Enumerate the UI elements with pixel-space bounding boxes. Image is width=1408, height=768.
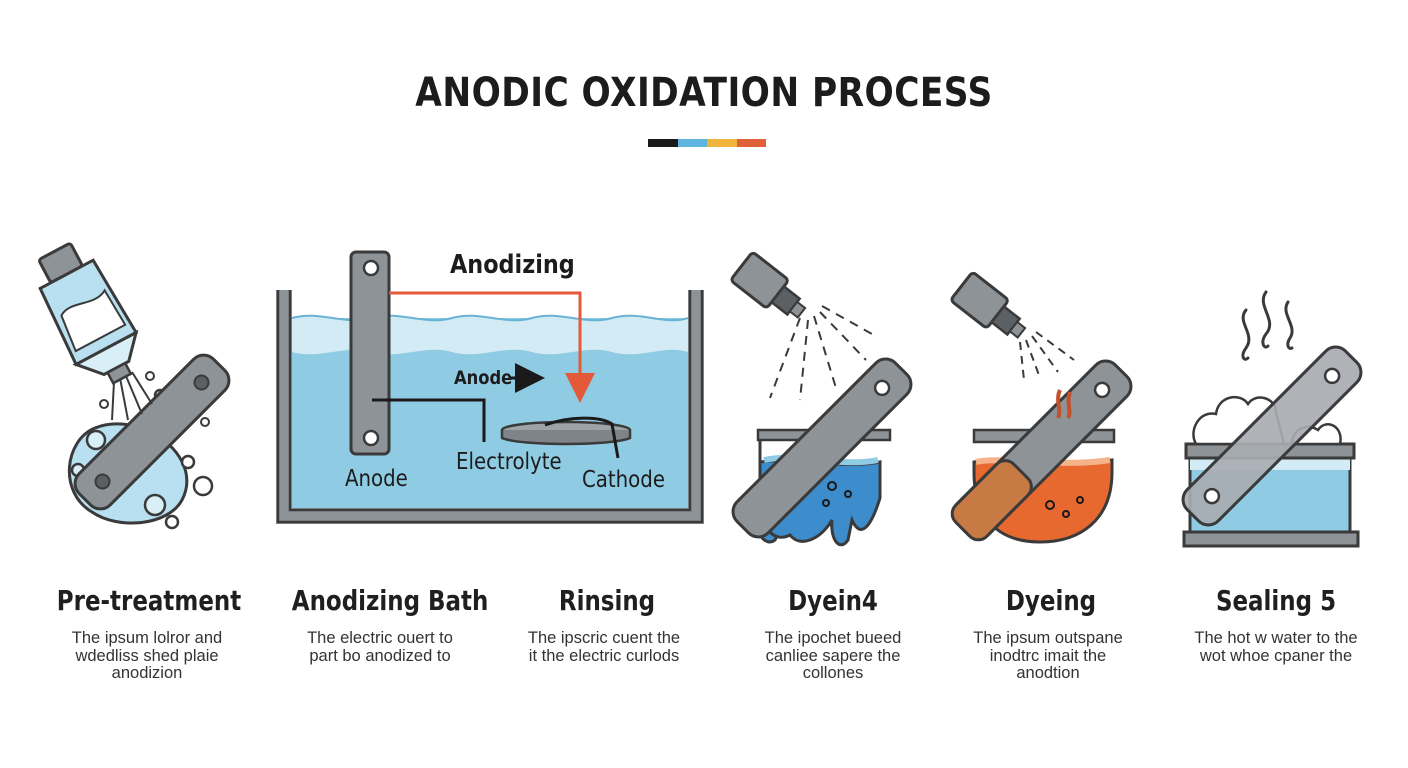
cathode-label: Cathode [582, 467, 665, 494]
orange-dye-bath-icon [950, 271, 1133, 544]
spray-bottle-cleaning-icon [38, 242, 231, 530]
desc-line: canliee sapere the [765, 646, 901, 665]
step-desc-pre-treatment: The ipsum lolror and wdedliss shed plaie… [42, 629, 252, 683]
step-desc-rinsing: The ipscric cuent the it the electric cu… [499, 629, 709, 665]
desc-line: part bo anodized to [309, 646, 451, 665]
step-title-dyein4: Dyein4 [788, 584, 878, 617]
desc-line: it the electric curlods [528, 646, 680, 665]
accent-yellow [707, 139, 737, 147]
desc-line: The ipsum lolror and [71, 629, 223, 647]
desc-line: The electric ouert to [307, 629, 453, 647]
step-title-dyeing: Dyeing [1005, 584, 1097, 617]
accent-orange [736, 139, 766, 147]
step-title-sealing: Sealing 5 [1215, 584, 1337, 617]
desc-line: wot whoe cpaner the [1199, 646, 1353, 665]
accent-black [648, 139, 678, 147]
desc-line: collones [802, 664, 864, 682]
step-title-pre-treatment: Pre-treatment [56, 584, 242, 617]
step-desc-dyeing: The ipsum outspane inodtrc imait the ano… [943, 629, 1153, 683]
anode-arrow-label: Anode [454, 368, 512, 389]
desc-line: The hot w water to the [1194, 629, 1358, 647]
desc-line: anodtion [1016, 664, 1080, 682]
hot-water-sealing-icon [1181, 290, 1363, 548]
rinse-spray-icon [730, 251, 913, 547]
desc-line: The ipscric cuent the [527, 629, 681, 647]
step-title-anodizing-bath: Anodizing Bath [291, 584, 489, 617]
desc-line: The ipsum outspane [973, 629, 1123, 647]
step-title-rinsing: Rinsing [558, 584, 656, 617]
step-desc-dyein4: The ipochet bueed canliee sapere the col… [728, 629, 938, 683]
page-title: ANODIC OXIDATION PROCESS [415, 70, 993, 116]
step-desc-anodizing-bath: The electric ouert to part bo anodized t… [275, 629, 485, 665]
desc-line: The ipochet bueed [764, 629, 902, 647]
accent-blue [677, 139, 707, 147]
anodizing-label: Anodizing [450, 248, 575, 279]
anodizing-tank-icon: Anodizing Anode Anode Electrolyte Cathod… [276, 248, 704, 524]
anode-label: Anode [345, 466, 408, 493]
electrolyte-label: Electrolyte [456, 449, 562, 476]
desc-line: wdedliss shed plaie [75, 646, 219, 665]
desc-line: anodizion [111, 664, 183, 682]
title-accent-bar [648, 139, 766, 147]
step-desc-sealing: The hot w water to the wot whoe cpaner t… [1171, 629, 1381, 665]
desc-line: inodtrc imait the [989, 646, 1107, 665]
